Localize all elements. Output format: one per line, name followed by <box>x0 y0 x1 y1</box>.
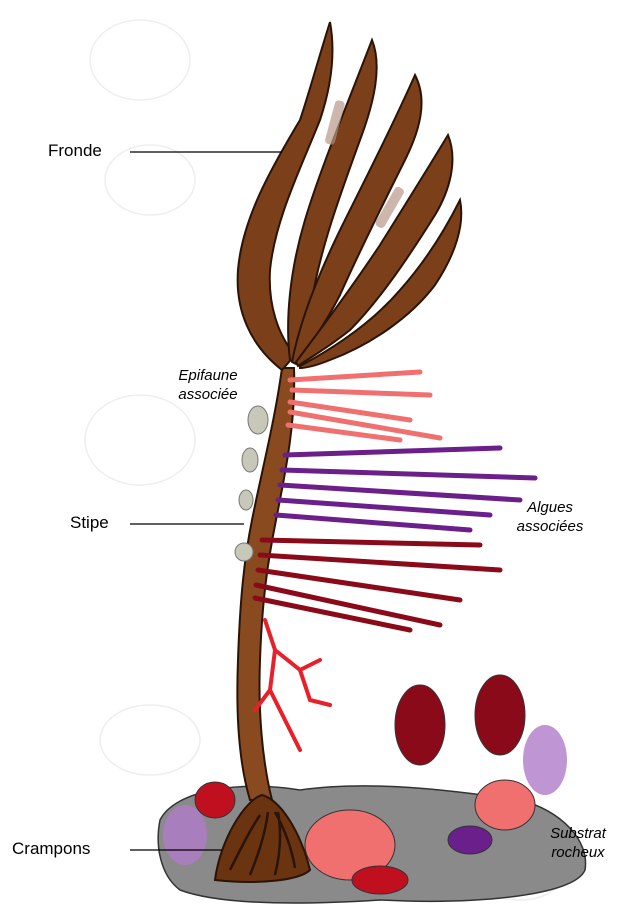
label-substrat-line2: rocheux <box>538 843 618 862</box>
label-algues: Algues associées <box>500 498 600 536</box>
label-epifaune: Epifaune associée <box>158 366 258 404</box>
label-stipe: Stipe <box>70 513 109 533</box>
label-epifaune-line2: associée <box>158 385 258 404</box>
alga-red-branching <box>255 620 330 750</box>
label-crampons: Crampons <box>12 839 90 859</box>
label-algues-line1: Algues <box>500 498 600 517</box>
label-substrat-line1: Substrat <box>538 824 618 843</box>
label-epifaune-line1: Epifaune <box>158 366 258 385</box>
label-algues-line2: associées <box>500 517 600 536</box>
frond-shape <box>238 22 462 370</box>
alga-dark-red-fan <box>255 540 500 630</box>
alga-pink-fan <box>288 372 440 440</box>
label-fronde: Fronde <box>48 141 102 161</box>
stipe-shape <box>237 368 294 800</box>
alga-purple-fan <box>276 448 535 530</box>
label-substrat: Substrat rocheux <box>538 824 618 862</box>
